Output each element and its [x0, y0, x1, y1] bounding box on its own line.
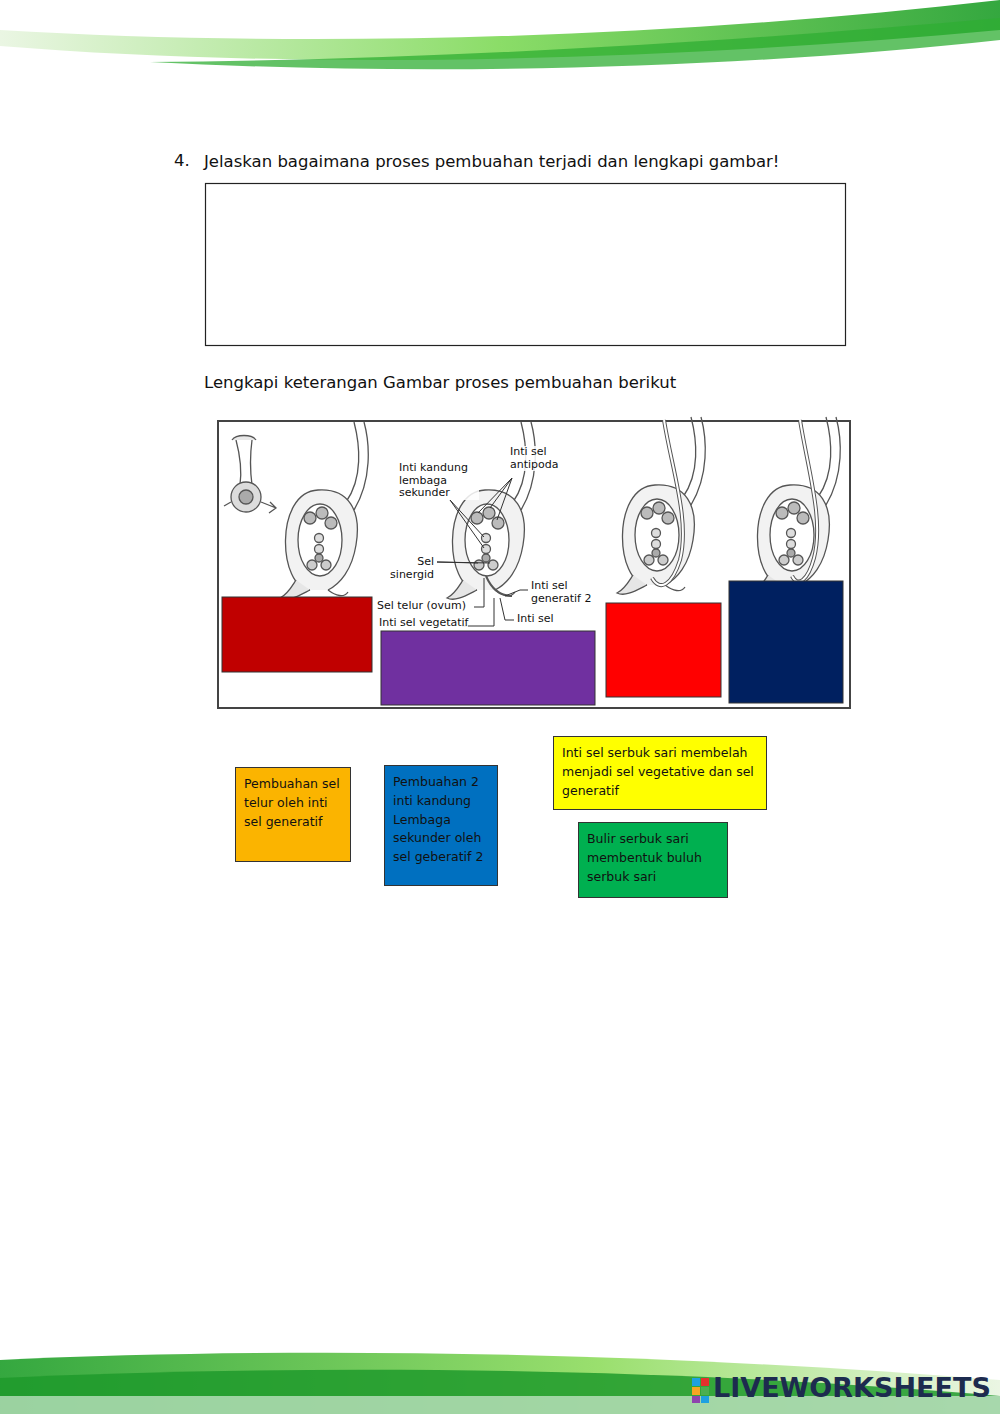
part-label: Inti sel — [517, 613, 554, 626]
part-label: Sel telur (ovum) — [377, 600, 466, 613]
card-text: Pembuahan sel telur oleh inti sel genera… — [244, 775, 342, 831]
answer-card: Inti sel serbuk sari membelah menjadi se… — [553, 736, 767, 810]
part-label: Sel sinergid — [388, 556, 434, 581]
card-text: Bulir serbuk sari membentuk buluh serbuk… — [587, 830, 719, 886]
part-label: Inti sel antipoda — [510, 446, 570, 471]
answer-card: Bulir serbuk sari membentuk buluh serbuk… — [578, 822, 728, 898]
card-text: Inti sel serbuk sari membelah menjadi se… — [562, 744, 758, 800]
instruction-text: Lengkapi keterangan Gambar proses pembua… — [204, 374, 676, 393]
part-label: Inti sel vegetatif — [379, 617, 468, 630]
watermark: LIVEWORKSHEETS — [713, 1372, 991, 1403]
part-label: Inti kandung lembaga sekunder — [399, 462, 479, 500]
answer-card: Pembuahan 2 inti kandung Lembaga sekunde… — [384, 765, 498, 886]
card-text: Pembuahan 2 inti kandung Lembaga sekunde… — [393, 773, 489, 867]
question-number: 4. — [174, 152, 190, 171]
answer-card: Pembuahan sel telur oleh inti sel genera… — [235, 767, 351, 862]
question-text: Jelaskan bagaimana proses pembuahan terj… — [204, 152, 779, 173]
part-label: Inti sel generatif 2 — [531, 580, 595, 605]
